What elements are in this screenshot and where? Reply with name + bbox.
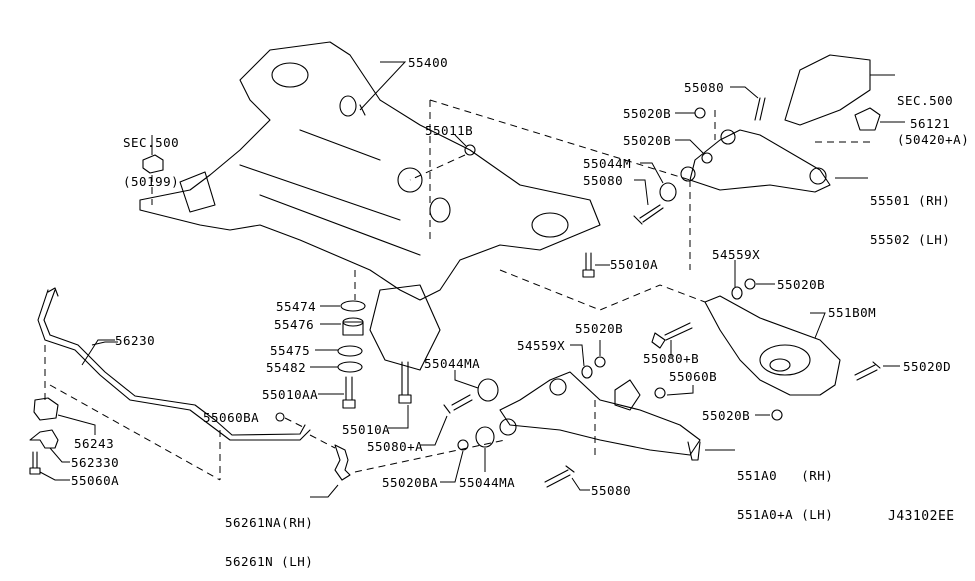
label-55482: 55482 [266,360,307,375]
label-55060BA: 55060BA [203,410,260,425]
label-551A0: 551A0 (RH) 551A0+A (LH) [737,443,833,534]
transverse-link-lower [499,371,735,461]
label-55476: 55476 [274,317,315,332]
stabilizer-clamp [29,429,70,463]
label-562330: 562330 [71,455,120,470]
label-55080-bottom: 55080 [591,483,632,498]
label-56121: 56121 [910,116,951,131]
label-line: (50199) [123,174,180,189]
label-55400: 55400 [408,55,449,70]
label-line: SEC.500 [123,135,180,150]
label-line: 551A0 (RH) [737,468,834,483]
nut-55020B-3 [744,278,775,290]
front-suspension-member [139,41,601,371]
bolt-55080-top [730,86,766,121]
label-55020D: 55020D [903,359,952,374]
nut-55020B-1 [675,107,706,119]
label-55080B: 55080+B [643,351,700,366]
leader-bushings [310,305,344,395]
bolt-55080-bottom [544,465,590,491]
engine-mount-bracket [784,54,905,131]
label-line: 56261NA(RH) [225,515,314,530]
label-sec500-50420A: SEC.500 (50420+A) [897,68,969,159]
label-55080-top: 55080 [684,80,725,95]
label-55060B: 55060B [669,369,718,384]
mount-bushing-50199 [142,135,164,205]
stabilizer-bushing [33,397,96,435]
leader-56230 [81,339,115,366]
label-55080-mid: 55080 [583,173,624,188]
label-54559X-right: 54559X [712,247,761,262]
nut-55060B [654,385,694,399]
label-55044M: 55044M [583,156,632,171]
bolt-55010A-right [582,252,610,278]
label-sec500-50199: SEC.500 (50199) [123,110,179,201]
nut-55020B-4 [594,340,606,368]
lower-link-551B0M [499,269,841,396]
label-56230: 56230 [115,333,156,348]
label-line: SEC.500 [897,93,954,108]
nut-55060BA [275,412,306,429]
washer-54559X-mid [570,344,593,379]
label-55044MA-1: 55044MA [424,356,481,371]
label-56261: 56261NA(RH) 56261N (LH) [225,490,313,581]
washer-55044M [640,162,677,202]
nut-55020B-2 [675,139,713,164]
label-55475: 55475 [270,343,311,358]
stabilizer-connecting-rod [309,434,506,498]
parts-diagram [29,41,905,498]
label-line: (50420+A) [897,132,970,147]
label-55010A-left: 55010A [342,422,391,437]
stabilizer-bar [37,287,311,481]
washer-55044MA-1 [454,370,499,402]
label-55010A-right: 55010A [610,257,659,272]
bushing-stack [337,270,412,429]
label-line: 55501 (RH) [870,193,951,208]
label-55501-55502: 55501 (RH) 55502 (LH) [870,168,950,259]
nut-55020B-5 [755,409,783,421]
label-55020B-1: 55020B [623,106,672,121]
bolt-55080-mid [429,99,691,240]
bolt-55080B [651,322,693,357]
bolt-55020D [854,361,900,381]
label-line: 55502 (LH) [870,232,951,247]
label-line: 56261N (LH) [225,554,314,569]
diagram-code: J43102EE [888,509,955,524]
label-56243: 56243 [74,436,115,451]
label-54559X-mid: 54559X [517,338,566,353]
leader-55400 [359,61,407,111]
washer-55044MA-2 [475,426,495,472]
label-55010AA: 55010AA [262,387,319,402]
label-line: 551A0+A (LH) [737,507,834,522]
bolt-55060A [29,451,70,481]
washer-54559X-right [731,260,743,300]
label-55020B-4: 55020B [575,321,624,336]
nut-55011B [409,134,476,181]
label-55020B-5: 55020B [702,408,751,423]
label-55060A: 55060A [71,473,120,488]
bolt-55080A [420,394,473,446]
transverse-link-upper [680,110,875,270]
label-55020BA: 55020BA [382,475,439,490]
label-551B0M: 551B0M [828,305,877,320]
label-55020B-3: 55020B [777,277,826,292]
label-55011B: 55011B [425,123,474,138]
label-55020B-2: 55020B [623,133,672,148]
label-55474: 55474 [276,299,317,314]
label-55080A: 55080+A [367,439,424,454]
label-55044MA-2: 55044MA [459,475,516,490]
nut-55020BA [440,439,469,483]
